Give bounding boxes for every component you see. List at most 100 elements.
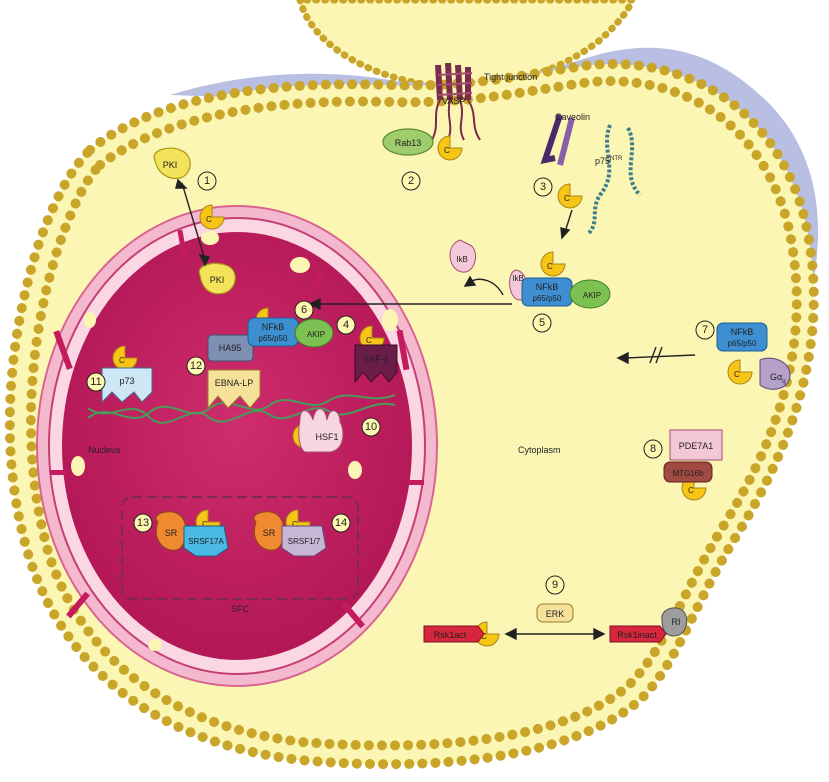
svg-text:14: 14: [335, 517, 347, 529]
pki-cytoplasmic: PKI: [153, 147, 191, 180]
nfkb-label: NFkB: [536, 282, 559, 292]
saf1-label: SAF-1: [363, 354, 389, 364]
step-7: 7: [695, 320, 715, 340]
rsk1-inactive: Rsk1inact RI: [609, 607, 688, 643]
step-10: 10: [361, 417, 381, 437]
saf1-protein: SAF-1: [354, 344, 398, 384]
svg-text:10: 10: [365, 421, 377, 433]
step-11: 11: [86, 372, 106, 392]
p73-protein: p73: [101, 367, 153, 404]
svg-text:C: C: [481, 632, 487, 641]
svg-text:C: C: [564, 194, 570, 203]
rsk1-active: Rsk1act: [423, 625, 485, 643]
step-2: 2: [401, 171, 421, 191]
pki-nuc-label: PKI: [210, 275, 225, 285]
hsf1-protein: HSF1: [298, 408, 344, 453]
rab13-protein: Rab13: [382, 128, 434, 156]
svg-text:4: 4: [343, 319, 349, 331]
hsf1-label: HSF1: [315, 432, 338, 442]
mtg16b-label: MTG16b: [672, 469, 704, 478]
sr-srsf17-complex: SR SRSF1/7: [253, 511, 327, 557]
srsf17-label: SRSF1/7: [288, 537, 321, 546]
pde7a1-label: PDE7A1: [679, 441, 714, 451]
tight-junction: [431, 62, 481, 141]
step-6: 6: [294, 300, 314, 320]
sr2-label: SR: [263, 528, 276, 538]
ebna-lp-protein: EBNA-LP: [207, 369, 261, 410]
sfc-label: SFC: [231, 604, 250, 614]
erk-protein: ERK: [536, 603, 574, 623]
svg-text:C: C: [444, 146, 450, 155]
ha95-label: HA95: [219, 343, 242, 353]
svg-text:C: C: [734, 370, 740, 379]
step-5: 5: [532, 313, 552, 333]
svg-text:C: C: [119, 356, 125, 365]
svg-text:7: 7: [702, 324, 708, 336]
nucleus-label: Nucleus: [88, 445, 121, 455]
pde7a1-complex: PDE7A1 MTG16b: [663, 429, 723, 483]
p73-label: p73: [119, 376, 134, 386]
erk-label: ERK: [546, 609, 565, 619]
step-1: 1: [197, 171, 217, 191]
step-number-circles: 1 2 3 4 5 6 7 8 9 10 11 12 13 14: [86, 171, 715, 595]
vasp-label: VASP: [442, 96, 465, 106]
pka-c-subunit: C: [540, 251, 566, 277]
pka-c-subunit: C: [437, 135, 463, 161]
svg-text:C: C: [206, 215, 212, 224]
svg-text:C: C: [366, 336, 372, 345]
step-13: 13: [133, 513, 153, 533]
rsk-act-label: Rsk1act: [434, 630, 467, 640]
akip-label: AKIP: [583, 291, 601, 300]
svg-text:C: C: [688, 486, 694, 495]
nfkb-cytoplasmic-complex: IkB NFkB p65/p50 AKIP: [509, 269, 611, 309]
step-12: 12: [186, 356, 206, 376]
pka-c-subunit: C: [727, 359, 753, 385]
ebna-label: EBNA-LP: [215, 378, 254, 388]
p75-receptor: [586, 124, 642, 236]
caveolin-label: Caveolin: [555, 112, 590, 122]
nfkb-nuclear-complex: HA95 NFkB p65/p50 AKIP: [207, 317, 334, 362]
tight-junction-label: Tight junction: [484, 72, 537, 82]
rab13-label: Rab13: [395, 138, 422, 148]
step-4: 4: [336, 315, 356, 335]
step-8: 8: [643, 439, 663, 459]
p65p50-label: p65/p50: [533, 294, 562, 303]
svg-text:1: 1: [204, 175, 210, 187]
nfkb-mem-label: NFkB: [731, 327, 754, 337]
svg-text:5: 5: [539, 317, 545, 329]
svg-text:C: C: [292, 520, 298, 529]
nfkb-membrane-complex: NFkB p65/p50 Gαq: [716, 322, 791, 390]
sr-srsf17a-complex: SR SRSF17A: [155, 511, 229, 557]
pki-nuclear: PKI: [198, 262, 236, 295]
svg-text:3: 3: [540, 181, 546, 193]
svg-text:13: 13: [137, 517, 149, 529]
p65p50-mem-label: p65/p50: [728, 339, 757, 348]
cell-membrane-inner: [25, 76, 802, 751]
caveolin: [540, 114, 575, 166]
pka-c-subunit: C: [199, 204, 225, 230]
akip-nuc-label: AKIP: [307, 330, 325, 339]
nfkb-nuc-label: NFkB: [262, 322, 285, 332]
svg-text:2: 2: [408, 175, 414, 187]
sr1-label: SR: [165, 528, 178, 538]
step-3: 3: [533, 177, 553, 197]
p65p50-nuc-label: p65/p50: [259, 334, 288, 343]
cytoplasm-label: Cytoplasm: [518, 445, 561, 455]
sfc-box: [121, 496, 359, 600]
ikb-free-label: IkB: [456, 255, 468, 264]
pki-top-label: PKI: [163, 160, 178, 170]
step-14: 14: [331, 513, 351, 533]
p75-label: p75NTR: [595, 156, 623, 166]
pka-c-subunit: C: [112, 345, 138, 371]
galpha-label: Gαq: [770, 372, 786, 385]
pka-c-subunit: C: [557, 183, 583, 209]
arrows: [175, 178, 696, 641]
rsk-inact-label: Rsk1inact: [617, 630, 657, 640]
svg-text:C: C: [547, 262, 553, 271]
svg-text:12: 12: [190, 360, 202, 372]
ikb-free: IkB: [449, 239, 477, 273]
svg-text:9: 9: [552, 579, 558, 591]
svg-text:11: 11: [90, 376, 101, 388]
